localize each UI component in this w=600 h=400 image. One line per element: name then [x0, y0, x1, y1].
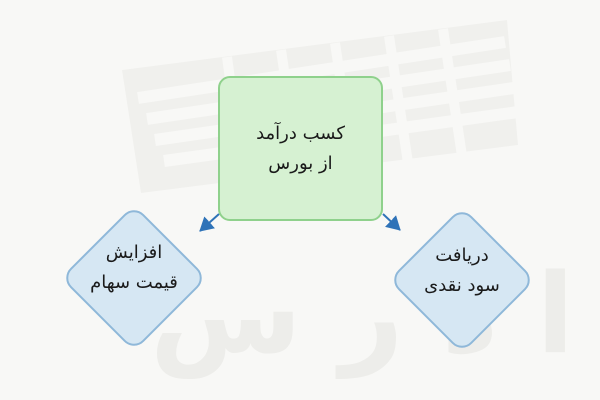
right-node-label-wrap: دریافت سود نقدی — [402, 235, 522, 307]
left-node-label: افزایش قیمت سهام — [90, 242, 178, 293]
arrow-to-left — [199, 213, 220, 232]
left-node-label-wrap: افزایش قیمت سهام — [74, 232, 194, 304]
top-node-label: کسب درآمد از بورس — [256, 122, 345, 174]
arrow-to-right — [382, 213, 401, 231]
right-node-label: دریافت سود نقدی — [424, 245, 500, 296]
left-decision-node: افزایش قیمت سهام — [40, 175, 228, 375]
right-decision-node: دریافت سود نقدی — [368, 177, 556, 377]
top-node: کسب درآمد از بورس — [218, 76, 383, 221]
